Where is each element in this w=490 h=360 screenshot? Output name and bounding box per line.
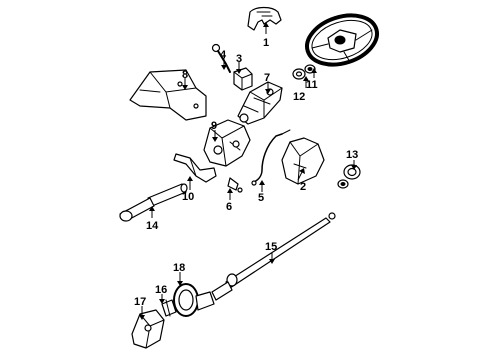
part-6-clip bbox=[227, 177, 243, 193]
part-3-switch bbox=[233, 67, 253, 91]
callout-15: 15 bbox=[265, 241, 277, 253]
callout-17: 17 bbox=[134, 296, 146, 308]
callout-4: 4 bbox=[220, 49, 227, 61]
part-4-lever bbox=[211, 43, 231, 73]
part-16-universal-joint bbox=[161, 299, 177, 317]
part-14-shaft-tube bbox=[119, 183, 188, 222]
part-12-washer bbox=[292, 68, 306, 80]
callout-3: 3 bbox=[236, 53, 242, 65]
callout-6: 6 bbox=[226, 201, 232, 213]
steering-wheel bbox=[305, 13, 379, 67]
callout-1: 1 bbox=[263, 37, 269, 49]
callout-16: 16 bbox=[155, 284, 167, 296]
callout-18: 18 bbox=[173, 262, 185, 274]
callout-2: 2 bbox=[300, 181, 306, 193]
part-2-lower-cover bbox=[281, 137, 325, 185]
callout-9: 9 bbox=[211, 120, 217, 132]
callout-5: 5 bbox=[258, 192, 264, 204]
part-15-intermediate-shaft bbox=[211, 212, 336, 301]
part-8-bracket bbox=[129, 69, 207, 121]
callout-labels: 1 4 3 8 7 12 11 9 13 2 5 10 6 14 15 18 1… bbox=[134, 37, 358, 308]
leader-lines bbox=[139, 22, 357, 320]
part-17-coupler bbox=[131, 309, 165, 349]
part-10-lower-bracket bbox=[173, 153, 217, 183]
callout-13: 13 bbox=[346, 149, 358, 161]
callout-11: 11 bbox=[306, 79, 318, 91]
part-5-cable bbox=[251, 129, 291, 186]
callout-10: 10 bbox=[182, 191, 194, 203]
callout-12: 12 bbox=[293, 91, 305, 103]
callout-8: 8 bbox=[182, 69, 188, 81]
part-13-bearing bbox=[337, 164, 361, 189]
part-1-upper-cover bbox=[247, 6, 282, 31]
part-18-boot bbox=[173, 283, 215, 317]
callout-7: 7 bbox=[264, 72, 270, 84]
callout-14: 14 bbox=[146, 220, 159, 232]
